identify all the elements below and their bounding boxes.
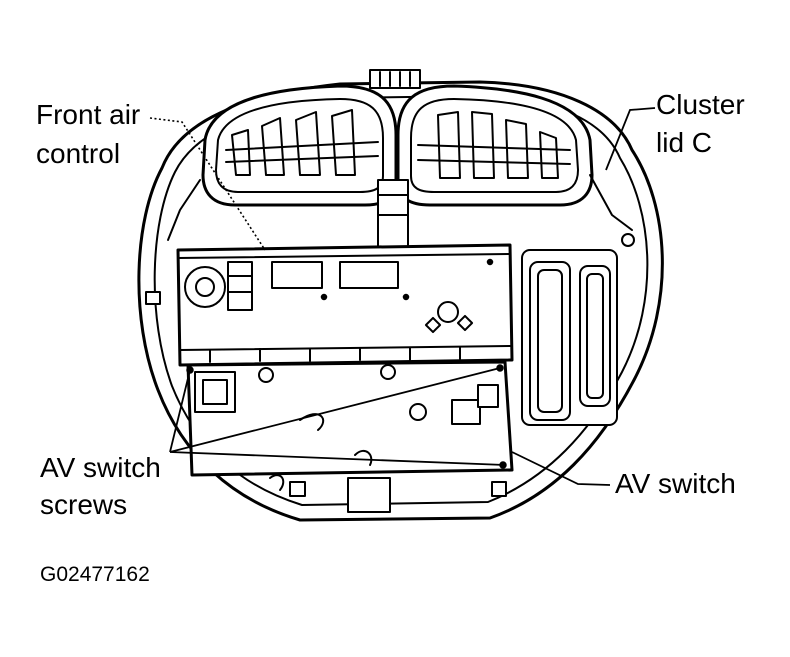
lower-lid-features: [269, 474, 507, 513]
front-air-control-panel: [145, 243, 514, 367]
right-air-vent: [396, 84, 594, 207]
leader-lines: [149, 107, 656, 486]
center-post: [377, 179, 409, 251]
label-front-air-control-line2: control: [36, 138, 121, 169]
label-front-air-control-line1: Front air: [36, 99, 141, 130]
label-av-switch-screws-line2: screws: [40, 489, 128, 520]
label-cluster-lid-line1: Cluster: [656, 89, 745, 120]
label-cluster-lid-line2: lid C: [656, 127, 713, 158]
left-air-vent: [201, 84, 398, 207]
top-tab: [369, 69, 421, 89]
figure-id: G02477162: [40, 563, 150, 586]
label-av-switch: AV switch: [615, 468, 736, 499]
label-av-switch-screws-line1: AV switch: [40, 452, 161, 483]
lid-wall-right: [167, 174, 635, 247]
av-switch: [186, 360, 514, 477]
right-slot-panel: [521, 249, 618, 426]
